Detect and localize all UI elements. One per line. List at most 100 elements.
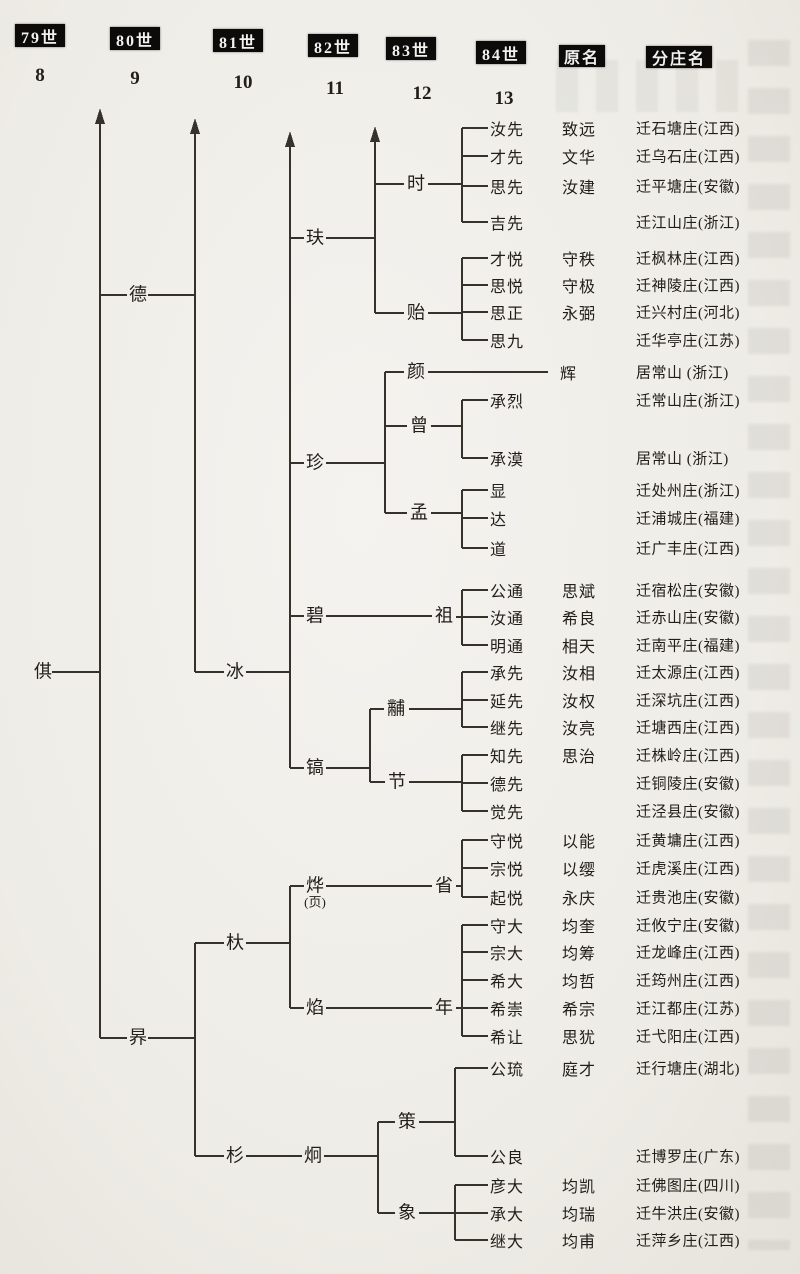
original-name: 守秩 — [562, 252, 597, 269]
descendant-name: 德先 — [490, 777, 525, 794]
tree-node: 杉 — [226, 1146, 244, 1166]
generation-header-box: 79世 — [15, 24, 65, 47]
branch-village-name: 迁广丰庄(江西) — [636, 541, 740, 558]
descendant-name: 知先 — [490, 749, 525, 766]
tree-node-variant-note: (页) — [304, 894, 326, 910]
original-name: 思治 — [562, 749, 597, 766]
tree-node-label: 镐 — [306, 757, 324, 778]
branch-village-name: 居常山 (浙江) — [636, 365, 729, 382]
descendant-name: 觉先 — [490, 805, 525, 822]
generation-header-box: 原名 — [559, 45, 605, 67]
branch-village-name: 居常山 (浙江) — [636, 451, 729, 468]
branch-village-name: 迁株岭庄(江西) — [636, 748, 740, 765]
original-name: 均哲 — [562, 974, 597, 991]
tree-node: 珍 — [306, 452, 324, 473]
tree-node: 黼 — [387, 699, 405, 719]
descendant-name: 显 — [490, 484, 508, 501]
branch-village-name: 迁萍乡庄(江西) — [636, 1233, 740, 1250]
original-name: 汝建 — [562, 180, 597, 197]
tree-node: 玞 — [306, 228, 324, 248]
descendant-name: 辉 — [560, 366, 578, 383]
original-name: 均奎 — [562, 919, 597, 936]
up-arrow-icon — [95, 108, 105, 124]
branch-village-name: 迁博罗庄(广东) — [636, 1149, 740, 1166]
branch-village-name: 迁常山庄(浙江) — [636, 393, 740, 410]
tree-node-label: 祖 — [435, 605, 453, 626]
descendant-name: 思悦 — [490, 279, 525, 296]
original-name: 希宗 — [562, 1002, 597, 1019]
tree-node: 省 — [435, 876, 453, 896]
descendant-name: 公通 — [490, 584, 525, 601]
branch-village-name: 迁兴村庄(河北) — [636, 305, 740, 322]
tree-node: 节 — [388, 771, 406, 792]
descendant-name: 希让 — [490, 1030, 525, 1047]
descendant-name: 明通 — [490, 639, 525, 656]
descendant-name: 守悦 — [490, 834, 525, 851]
original-name: 永弼 — [562, 306, 597, 323]
descendant-name: 道 — [490, 542, 508, 559]
branch-village-name: 迁太源庄(江西) — [636, 665, 740, 682]
generation-number: 9 — [130, 68, 140, 89]
tree-node: 焰 — [306, 997, 324, 1018]
descendant-name: 公良 — [490, 1150, 525, 1167]
original-name: 相天 — [562, 639, 597, 656]
branch-village-name: 迁牛洪庄(安徽) — [636, 1206, 740, 1223]
tree-node: 杕 — [226, 932, 244, 953]
up-arrow-icon — [370, 126, 380, 142]
descendant-name: 承烈 — [490, 394, 525, 411]
tree-node-label: 杕 — [226, 932, 244, 953]
branch-village-name: 迁攸宁庄(安徽) — [636, 918, 740, 935]
branch-village-name: 迁江都庄(江苏) — [636, 1001, 740, 1018]
descendant-name: 继大 — [490, 1234, 525, 1251]
descendant-name: 宗悦 — [490, 862, 525, 879]
original-name: 均瑞 — [562, 1207, 597, 1224]
tree-node-label: 贻 — [407, 302, 425, 323]
branch-village-name: 迁华亭庄(江苏) — [636, 333, 740, 350]
tree-node: 贻 — [407, 302, 425, 323]
descendant-name: 汝先 — [490, 122, 525, 139]
tree-node: 镐 — [306, 757, 324, 778]
tree-node-label: 节 — [388, 771, 406, 792]
tree-node: 祖 — [435, 605, 453, 626]
branch-village-name: 迁枫林庄(江西) — [636, 251, 740, 268]
page-bleedthrough-artifact — [748, 40, 790, 1250]
tree-node: 孟 — [410, 503, 428, 523]
tree-node-label: 昦 — [129, 1027, 147, 1048]
branch-village-name: 迁平塘庄(安徽) — [636, 179, 740, 196]
generation-number: 13 — [494, 88, 514, 109]
generation-header-box: 80世 — [110, 27, 160, 50]
descendant-name: 汝通 — [490, 611, 525, 628]
descendant-name: 继先 — [490, 721, 525, 738]
tree-node-label: 烨 — [305, 875, 324, 896]
original-name: 文华 — [562, 150, 597, 167]
branch-village-name: 迁深坑庄(江西) — [636, 693, 740, 710]
generation-header-box: 82世 — [308, 34, 358, 57]
branch-village-name: 迁筠州庄(江西) — [636, 973, 740, 990]
original-name: 永庆 — [562, 891, 597, 908]
original-name: 以缨 — [562, 862, 597, 879]
branch-village-name: 迁南平庄(福建) — [636, 638, 740, 655]
original-name: 希良 — [562, 611, 597, 628]
generation-header-box: 84世 — [476, 41, 526, 64]
generation-number: 10 — [233, 72, 253, 93]
descendant-name: 彦大 — [490, 1179, 525, 1196]
descendant-name: 思先 — [490, 180, 525, 197]
generation-number: 11 — [326, 78, 344, 99]
tree-node: 象 — [398, 1203, 416, 1223]
descendant-name: 吉先 — [490, 216, 525, 233]
branch-village-name: 迁赤山庄(安徽) — [636, 610, 740, 627]
descendant-name: 承大 — [490, 1207, 525, 1224]
original-name: 均凯 — [562, 1179, 597, 1196]
tree-node: 策 — [398, 1112, 416, 1132]
tree-node: 烨(页) — [304, 875, 326, 910]
branch-village-name: 迁佛图庄(四川) — [636, 1178, 740, 1195]
descendant-name: 守大 — [490, 919, 525, 936]
tree-node-label: 焰 — [306, 997, 324, 1018]
original-name: 致远 — [562, 122, 597, 139]
generation-header-box: 81世 — [213, 29, 263, 52]
branch-village-name: 迁泾县庄(安徽) — [636, 804, 740, 821]
branch-village-name: 迁宿松庄(安徽) — [636, 583, 740, 600]
tree-node-label: 珍 — [306, 452, 324, 473]
descendant-name: 起悦 — [490, 891, 525, 908]
